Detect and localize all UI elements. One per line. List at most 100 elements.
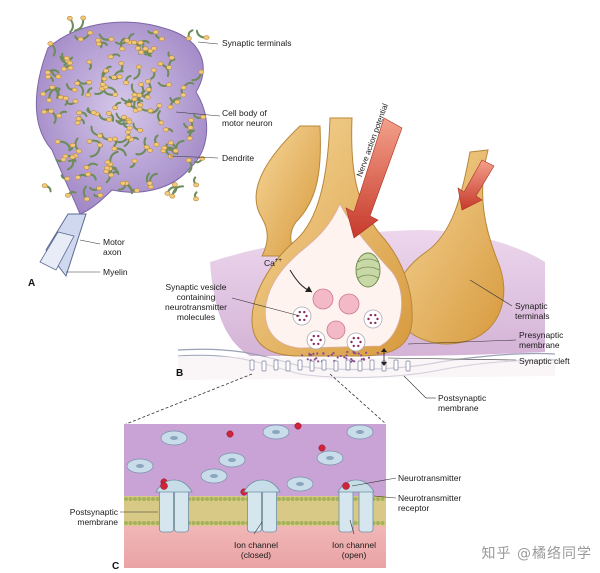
synaptic-knob <box>169 193 176 199</box>
synaptic-knob <box>187 125 194 130</box>
receptor <box>369 359 375 371</box>
synaptic-knob <box>46 97 53 103</box>
synaptic-knob <box>83 165 90 170</box>
synaptic-knob <box>108 172 115 178</box>
receptor <box>357 360 363 372</box>
cleft-molecule <box>362 357 365 360</box>
synaptic-knob <box>106 117 113 122</box>
vesicle-with-molecules <box>363 309 383 329</box>
cleft-molecule <box>322 352 325 355</box>
neurotransmitter-molecule <box>318 444 326 452</box>
synaptic-knob <box>84 196 90 202</box>
synaptic-knob <box>86 80 93 85</box>
synaptic-knob <box>76 148 82 154</box>
synaptic-knob <box>103 68 109 74</box>
synaptic-knob <box>168 55 175 61</box>
synaptic-knob <box>41 109 48 115</box>
label-dendrite: Dendrite <box>222 153 255 163</box>
cleft-molecule <box>308 352 311 355</box>
closeup-panel <box>124 422 386 568</box>
synaptic-knob <box>112 92 119 97</box>
action-potential-arrow-right <box>457 159 495 211</box>
synaptic-knob <box>131 40 138 45</box>
synaptic-knob <box>107 137 114 142</box>
synaptic-knob <box>57 95 64 100</box>
cleft-molecule <box>313 358 316 361</box>
cleft-molecule <box>367 356 371 359</box>
synaptic-knob <box>152 29 159 35</box>
synaptic-knob <box>166 65 172 70</box>
panel-label-c: C <box>112 561 120 572</box>
cleft-molecule <box>316 352 319 355</box>
synaptic-knob <box>134 188 140 193</box>
synaptic-knob <box>96 142 103 148</box>
receptor <box>249 359 255 371</box>
synaptic-knob <box>150 67 157 73</box>
synaptic-knob <box>125 135 132 140</box>
synaptic-knob <box>95 37 101 43</box>
label-calcium: Ca++ <box>264 257 282 268</box>
synaptic-knob <box>142 46 149 52</box>
synaptic-knob <box>112 105 118 111</box>
synaptic-knob <box>188 117 194 123</box>
cleft-molecule <box>343 356 346 359</box>
synaptic-knob <box>180 92 187 98</box>
receptor <box>309 360 315 372</box>
synaptic-knob <box>87 30 93 36</box>
synaptic-knob <box>120 180 126 186</box>
action-potential-arrow <box>345 117 403 239</box>
cleft-molecule <box>345 357 348 360</box>
panel-b-leaders <box>231 279 517 399</box>
label-neurotransmitter: Neurotransmitter <box>398 473 462 483</box>
synaptic-knob <box>153 142 160 147</box>
synaptic-knob <box>97 193 104 198</box>
panel-a-leaders <box>66 41 221 273</box>
synaptic-knob <box>145 87 152 92</box>
synaptic-knob <box>124 38 130 43</box>
synaptic-knob <box>146 181 153 186</box>
synaptic-knob <box>161 145 168 151</box>
cleft-molecule <box>352 350 355 354</box>
synaptic-knob <box>118 60 125 66</box>
synaptic-knob <box>75 116 82 122</box>
synaptic-knob <box>151 46 157 51</box>
synaptic-knob <box>131 158 138 164</box>
receptor <box>405 360 411 372</box>
synaptic-knob <box>108 36 115 42</box>
synaptic-knob <box>137 102 144 108</box>
synaptic-knob <box>71 87 78 93</box>
synaptic-knob <box>143 144 150 150</box>
cleft-molecule <box>330 353 333 356</box>
synaptic-knob <box>86 59 93 65</box>
synaptic-knob <box>193 182 200 188</box>
synaptic-knob <box>74 81 81 86</box>
synaptic-knob <box>107 54 114 60</box>
zoom-lines <box>125 373 387 425</box>
synaptic-knob <box>80 15 87 21</box>
panel-label-a: A <box>28 278 36 289</box>
synaptic-knob <box>72 98 79 104</box>
mitochondrion <box>355 252 381 288</box>
cleft-molecule <box>357 352 360 355</box>
vesicle-with-molecules <box>306 330 326 350</box>
synaptic-knob <box>74 175 81 180</box>
synaptic-knob <box>112 136 118 142</box>
synapse-panel <box>177 117 556 380</box>
synaptic-knob <box>131 92 138 98</box>
synaptic-knob <box>48 108 54 114</box>
synaptic-knob <box>111 146 118 151</box>
label-synaptic-cleft: Synaptic cleft <box>519 356 570 366</box>
synaptic-knob <box>104 165 110 171</box>
cleft-molecule <box>349 360 353 363</box>
synaptic-knob <box>186 136 193 141</box>
cleft-molecule <box>346 350 349 354</box>
synaptic-knob <box>106 111 112 116</box>
synaptic-knob <box>66 15 73 21</box>
cleft-molecule <box>332 352 335 355</box>
receptor <box>297 359 303 371</box>
